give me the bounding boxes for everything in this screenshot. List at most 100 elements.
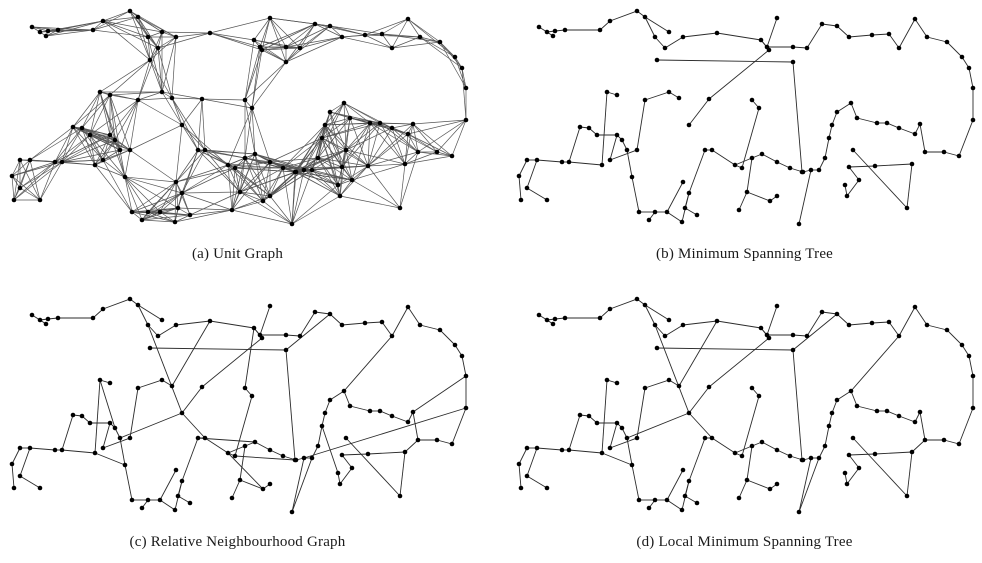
unit-graph-edge [439, 41, 463, 69]
mst-edge [666, 181, 684, 213]
unit-graph-edge [137, 16, 151, 61]
rng-node [367, 408, 373, 414]
rng-edge [269, 449, 284, 457]
mst-node [759, 151, 765, 157]
unit-graph-edge [54, 126, 74, 163]
mst-edge [601, 91, 608, 166]
rng-node [90, 315, 96, 321]
unit-graph-edge [109, 91, 163, 96]
rng-node [402, 449, 408, 455]
lmst-edge [716, 320, 762, 329]
mst-edge [666, 211, 683, 223]
rng-node [11, 485, 17, 491]
mst-edge [654, 36, 666, 49]
rng-node [169, 383, 175, 389]
mst-node [924, 34, 930, 40]
mst-node [774, 193, 780, 199]
rng-node [135, 302, 141, 308]
unit-graph-node [343, 147, 349, 153]
unit-graph-edge [239, 171, 296, 193]
unit-graph-node [157, 209, 163, 215]
unit-graph-node [97, 89, 103, 95]
unit-graph-edge [94, 164, 126, 178]
unit-graph-edge [294, 124, 326, 173]
lmst-node [646, 505, 652, 511]
lmst-node [739, 453, 745, 459]
unit-graph-node [365, 163, 371, 169]
unit-graph-edge [343, 102, 381, 124]
unit-graph-node [251, 37, 257, 43]
rng-node [315, 443, 321, 449]
lmst-node [744, 477, 750, 483]
unit-graph-node [117, 147, 123, 153]
lmst-edge [518, 463, 522, 489]
lmst-edge [688, 386, 710, 414]
unit-graph-edge [321, 137, 343, 168]
unit-graph-edge [324, 102, 345, 126]
lmst-node [834, 311, 840, 317]
rng-edge [285, 313, 331, 351]
lmst-node [619, 425, 625, 431]
mst-node [829, 122, 835, 128]
unit-graph-node [301, 167, 307, 173]
unit-graph-edge [259, 17, 271, 48]
unit-graph-edge [404, 155, 453, 165]
lmst-edge [536, 447, 563, 451]
lmst-node [666, 377, 672, 383]
lmst-node [756, 393, 762, 399]
rng-edge [129, 387, 139, 439]
lmst-edge [682, 320, 718, 326]
lmst-node [607, 445, 613, 451]
unit-graph-edge [367, 127, 393, 167]
unit-graph-edge [19, 187, 41, 201]
rng-node [159, 317, 165, 323]
mst-node [686, 122, 692, 128]
lmst-edge [898, 306, 916, 337]
minimum-spanning-tree-drawing [516, 8, 976, 227]
mst-node [912, 131, 918, 137]
unit-graph-node [259, 47, 265, 53]
lmst-node [607, 306, 613, 312]
rng-node [389, 413, 395, 419]
unit-graph-node [292, 169, 298, 175]
unit-graph-node [232, 165, 238, 171]
unit-graph-edge [19, 161, 56, 189]
unit-graph-edge [244, 46, 261, 101]
unit-graph-edge [147, 36, 151, 61]
unit-graph-node [410, 121, 416, 127]
lmst-edge [654, 324, 690, 414]
unit-graph-node [173, 179, 179, 185]
mst-edge [856, 117, 878, 124]
unit-graph-node [179, 190, 185, 196]
rng-edge [159, 469, 177, 501]
mst-node [629, 174, 635, 180]
unit-graph-node [70, 124, 76, 130]
unit-graph-node [45, 28, 51, 34]
unit-graph-edge [351, 122, 371, 181]
mst-node [904, 205, 910, 211]
mst-edge [761, 153, 778, 163]
lmst-edge [568, 449, 603, 454]
unit-graph-edge [141, 211, 161, 221]
mst-edge [943, 151, 960, 157]
unit-graph-edge [61, 149, 121, 163]
unit-graph-edge [451, 119, 467, 157]
unit-graph-edge [254, 153, 305, 171]
unit-graph-node [283, 59, 289, 65]
rng-node [267, 303, 273, 309]
unit-graph-edge [114, 99, 139, 141]
unit-graph-edge [149, 31, 163, 61]
lmst-node [826, 423, 832, 429]
rng-edge [291, 457, 313, 513]
unit-graph-edge [391, 123, 414, 129]
unit-graph-edge [314, 23, 343, 38]
unit-graph-edge [282, 166, 343, 169]
lmst-node [614, 420, 620, 426]
unit-graph-edge [102, 20, 149, 38]
unit-graph-edge [209, 32, 255, 41]
lmst-node [970, 405, 976, 411]
mst-edge [848, 165, 876, 168]
unit-graph-node [267, 193, 273, 199]
unit-graph-edge [227, 157, 246, 166]
mst-node [552, 28, 558, 34]
